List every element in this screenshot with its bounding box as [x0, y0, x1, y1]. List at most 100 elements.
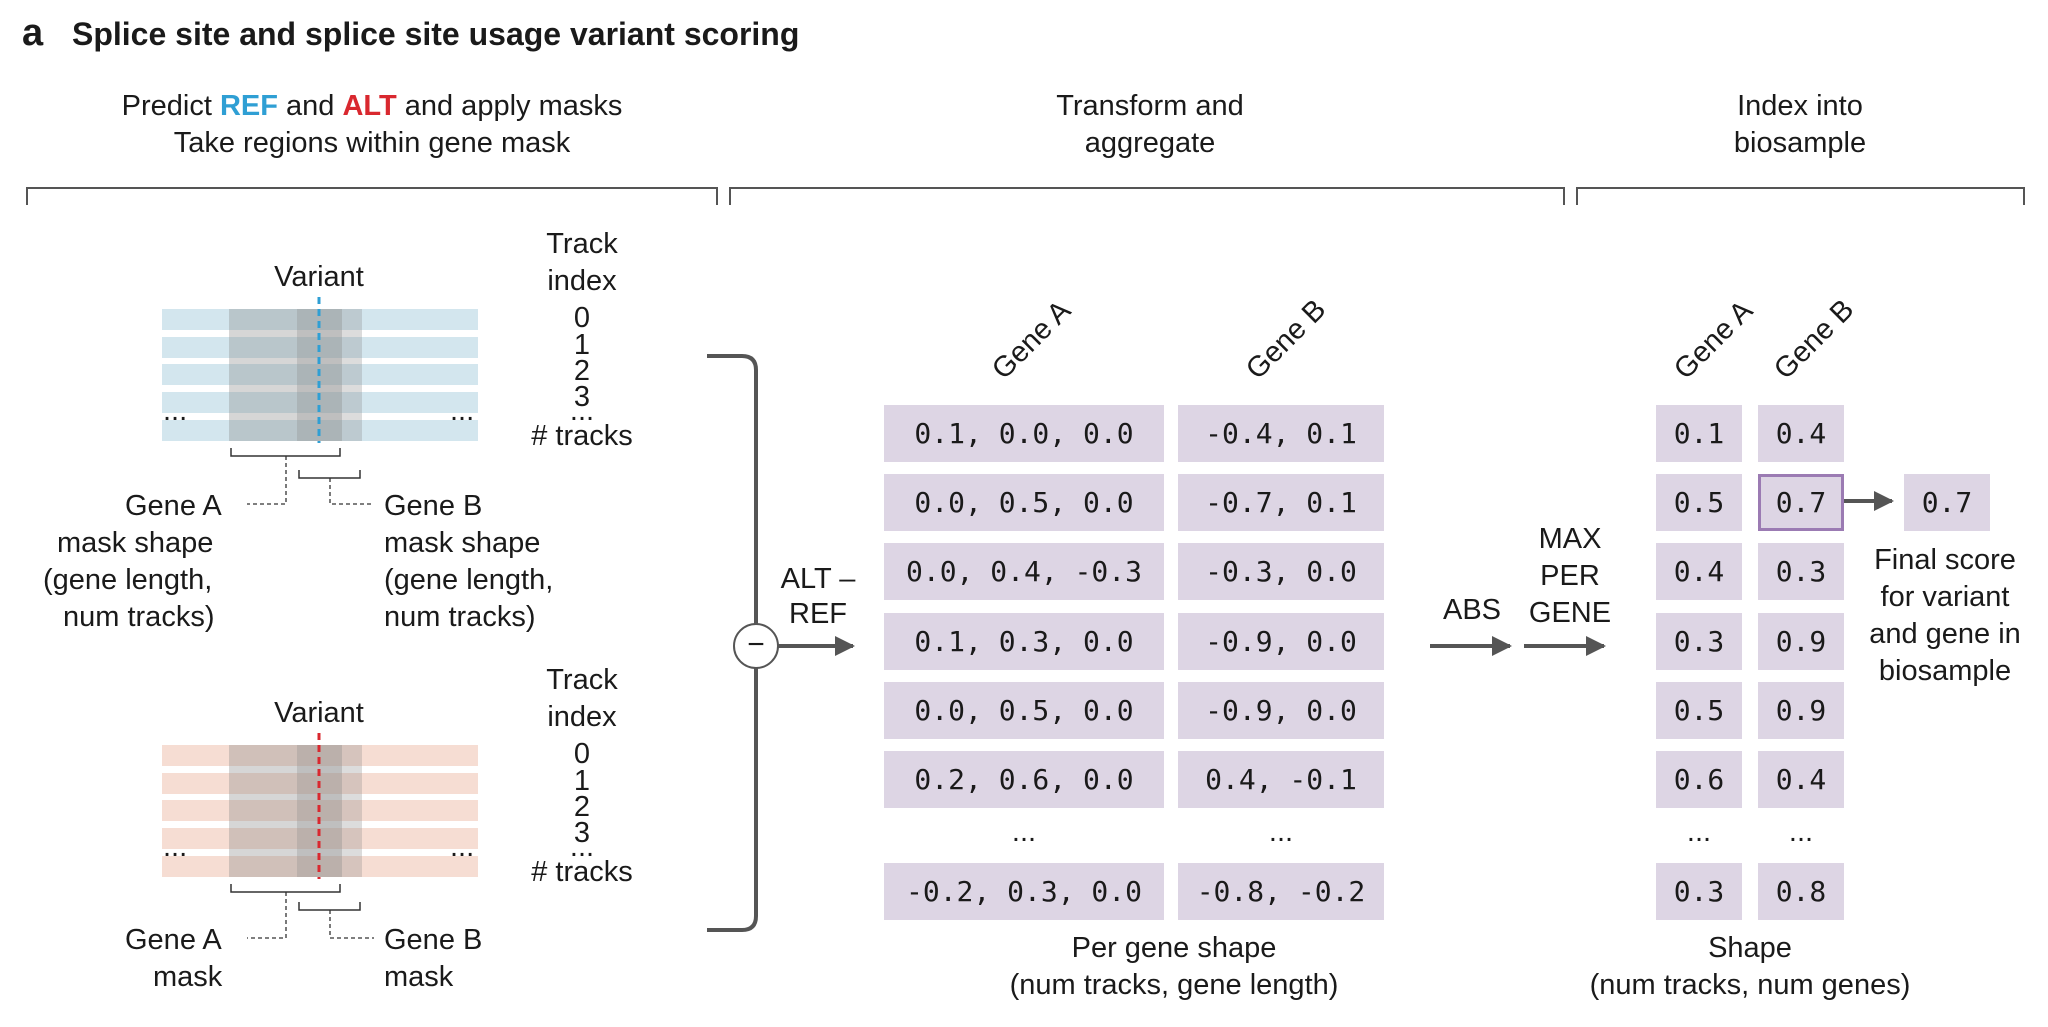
alt-track-3: 3 [573, 817, 591, 849]
score-a-cell-0: 0.1 [1656, 405, 1742, 462]
per-gene-a-cell-5: 0.2, 0.6, 0.0 [884, 751, 1164, 808]
per-gene-a-ellipsis: ... [1011, 816, 1037, 848]
per-gene-a-cell-0: 0.1, 0.0, 0.0 [884, 405, 1164, 462]
alt-ref-label-l2: REF [789, 598, 847, 630]
ref-variant-label: Variant [274, 261, 364, 293]
final-caption-l3: and gene in [1869, 618, 2021, 650]
score-b-cell-last: 0.8 [1758, 863, 1844, 920]
ref-gene-b-l4: num tracks) [384, 601, 536, 633]
max-label-l2: PER [1540, 560, 1600, 592]
alt-track-1: 1 [573, 765, 591, 797]
per-gene-caption-l2: (num tracks, gene length) [1009, 969, 1339, 1001]
alt-gene-b-l2: mask [384, 961, 454, 993]
per-gene-b-cell-5: 0.4, -0.1 [1178, 751, 1384, 808]
section-index-line1: Index into [1737, 90, 1863, 122]
score-a-cell-3: 0.3 [1656, 613, 1742, 670]
alt-word: ALT [342, 90, 397, 122]
alt-track-plot [162, 733, 478, 939]
minus-symbol: − [747, 628, 765, 661]
ref-track-index-l1: Track [546, 228, 618, 260]
per-gene-b-ellipsis: ... [1268, 816, 1294, 848]
section-transform-line2: aggregate [1084, 127, 1216, 159]
score-b-cell-3: 0.9 [1758, 613, 1844, 670]
section-predict-line2: Take regions within gene mask [173, 127, 571, 159]
ref-track-2: 2 [573, 355, 591, 387]
ref-track-1: 1 [573, 329, 591, 361]
score-a-cell-5: 0.6 [1656, 751, 1742, 808]
max-label-l3: GENE [1528, 597, 1612, 629]
score-a-ellipsis: ... [1686, 816, 1712, 848]
shape-caption-l2: (num tracks, num genes) [1589, 969, 1911, 1001]
score-a-cell-4: 0.5 [1656, 682, 1742, 739]
per-gene-a-cell-1: 0.0, 0.5, 0.0 [884, 474, 1164, 531]
score-b-cell-5: 0.4 [1758, 751, 1844, 808]
score-a-cell-last: 0.3 [1656, 863, 1742, 920]
score-a-cell-2: 0.4 [1656, 543, 1742, 600]
panel-letter: a [22, 12, 44, 54]
ref-track-3: 3 [573, 381, 591, 413]
ref-gene-a-l1: Gene A [125, 490, 222, 522]
alt-gene-a-l1: Gene A [125, 924, 222, 956]
per-gene-b-cell-2: -0.3, 0.0 [1178, 543, 1384, 600]
ref-gene-a-mask [229, 309, 342, 441]
ref-num-tracks: # tracks [531, 420, 633, 452]
ref-gene-a-l3: (gene length, [43, 564, 213, 596]
per-gene-b-cell-0: -0.4, 0.1 [1178, 405, 1384, 462]
per-gene-b-cell-last: -0.8, -0.2 [1178, 863, 1384, 920]
ref-word: REF [219, 90, 278, 122]
alt-track-2: 2 [573, 791, 591, 823]
ref-gene-b-mask [297, 309, 362, 441]
ref-gene-b-l2: mask shape [384, 527, 541, 559]
per-gene-b-cell-4: -0.9, 0.0 [1178, 682, 1384, 739]
ref-right-dots: ... [450, 395, 475, 427]
alt-gene-b-mask [297, 745, 362, 877]
ref-left-dots: ... [163, 395, 188, 427]
final-caption-l4: biosample [1878, 655, 2012, 687]
abs-label: ABS [1442, 594, 1502, 626]
section-bracket-index [1576, 187, 2025, 205]
figure-title: Splice site and splice site usage varian… [72, 16, 800, 52]
section-transform-line1: Transform and [1056, 90, 1244, 122]
predict-suffix: and apply masks [396, 90, 623, 122]
alt-gene-a-mask [229, 745, 342, 877]
score-b-cell-1-highlighted: 0.7 [1758, 474, 1844, 531]
predict-prefix: Predict [121, 90, 220, 122]
per-gene-caption-l1: Per gene shape [1071, 932, 1277, 964]
final-score-cell: 0.7 [1904, 474, 1990, 531]
score-b-cell-2: 0.3 [1758, 543, 1844, 600]
per-gene-b-cell-3: -0.9, 0.0 [1178, 613, 1384, 670]
section-bracket-predict [26, 187, 718, 205]
per-gene-a-cell-4: 0.0, 0.5, 0.0 [884, 682, 1164, 739]
score-b-cell-0: 0.4 [1758, 405, 1844, 462]
alt-track-ellipsis: ... [569, 831, 595, 863]
score-b-cell-4: 0.9 [1758, 682, 1844, 739]
alt-track-index-l2: index [547, 701, 617, 733]
ref-gene-a-l4: num tracks) [63, 601, 215, 633]
alt-num-tracks: # tracks [531, 856, 633, 888]
alt-left-dots: ... [163, 831, 188, 863]
ref-gene-a-l2: mask shape [57, 527, 214, 559]
alt-right-dots: ... [450, 831, 475, 863]
predict-mid: and [277, 90, 343, 122]
section-bracket-transform [729, 187, 1565, 205]
section-predict-line1: Predict REF and ALT and apply masks [27, 92, 717, 121]
max-label-l1: MAX [1538, 523, 1602, 555]
ref-gene-b-l3: (gene length, [384, 564, 554, 596]
ref-gene-b-l1: Gene B [384, 490, 483, 522]
alt-ref-label-l1: ALT – [780, 563, 856, 595]
alt-track-index-l1: Track [546, 664, 618, 696]
ref-track-0: 0 [573, 302, 591, 334]
shape-caption-l1: Shape [1708, 932, 1792, 964]
final-caption-l1: Final score [1874, 544, 2016, 576]
ref-track-ellipsis: ... [569, 395, 595, 427]
alt-gene-b-l1: Gene B [384, 924, 483, 956]
section-index-line2: biosample [1733, 127, 1867, 159]
final-caption-l2: for variant [1880, 581, 2010, 613]
per-gene-a-cell-3: 0.1, 0.3, 0.0 [884, 613, 1164, 670]
score-a-cell-1: 0.5 [1656, 474, 1742, 531]
alt-variant-label: Variant [274, 697, 364, 729]
per-gene-a-cell-2: 0.0, 0.4, -0.3 [884, 543, 1164, 600]
score-b-ellipsis: ... [1788, 816, 1814, 848]
